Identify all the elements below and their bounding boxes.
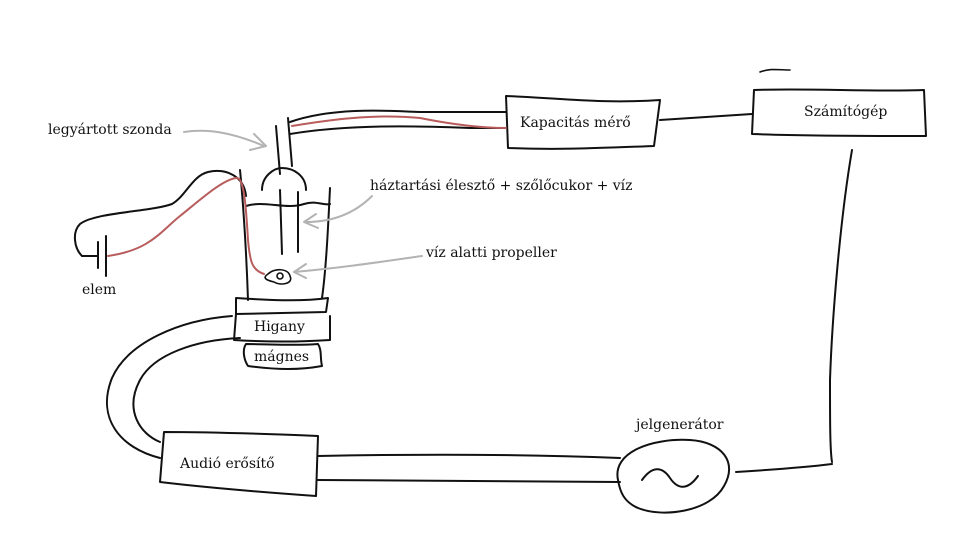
propeller [264, 268, 292, 285]
yeast-label: háztartási élesztő + szőlőcukor + víz [370, 178, 633, 194]
wire-probe-meter-top [289, 109, 507, 123]
propeller-pointer [293, 255, 423, 273]
generator-label: jelgenerátor [634, 417, 724, 433]
battery-wire [74, 170, 247, 257]
probe [261, 117, 307, 255]
wire-amp-magnet-inner [132, 337, 241, 443]
computer-box: Számítógép [751, 88, 927, 137]
annotations: legyártott szonda háztartási élesztő + s… [48, 122, 633, 279]
audio-amplifier-box: Audió erősítő [159, 431, 319, 497]
wire-generator-amp-bottom [317, 479, 621, 483]
arrow-stub [759, 68, 791, 73]
capacitance-meter-label: Kapacitás mérő [520, 115, 631, 131]
wire-probe-meter-bottom [289, 125, 507, 135]
mercury-label: Higany [254, 319, 305, 335]
capacitance-meter-box: Kapacitás mérő [505, 95, 661, 150]
battery-label: elem [82, 282, 116, 298]
probe-pointer [183, 129, 265, 147]
computer-label: Számítógép [804, 104, 887, 120]
vessel: Higany mágnes [233, 169, 331, 370]
wire-computer-down [829, 149, 853, 463]
probe-wire-red [107, 115, 507, 275]
wire-meter-computer [659, 113, 753, 121]
probe-label: legyártott szonda [48, 122, 172, 138]
amplifier-label: Audió erősítő [179, 456, 275, 472]
wire-to-generator [735, 463, 833, 473]
wire-amp-magnet-outer [106, 315, 233, 459]
sine-wave-icon [641, 468, 699, 488]
propeller-label: víz alatti propeller [425, 245, 557, 261]
yeast-pointer [305, 195, 373, 223]
magnet-label: mágnes [254, 349, 309, 365]
battery-symbol: elem [82, 235, 116, 298]
signal-generator: jelgenerátor [616, 417, 730, 514]
wire-generator-amp-top [317, 453, 621, 459]
wires [106, 109, 853, 483]
